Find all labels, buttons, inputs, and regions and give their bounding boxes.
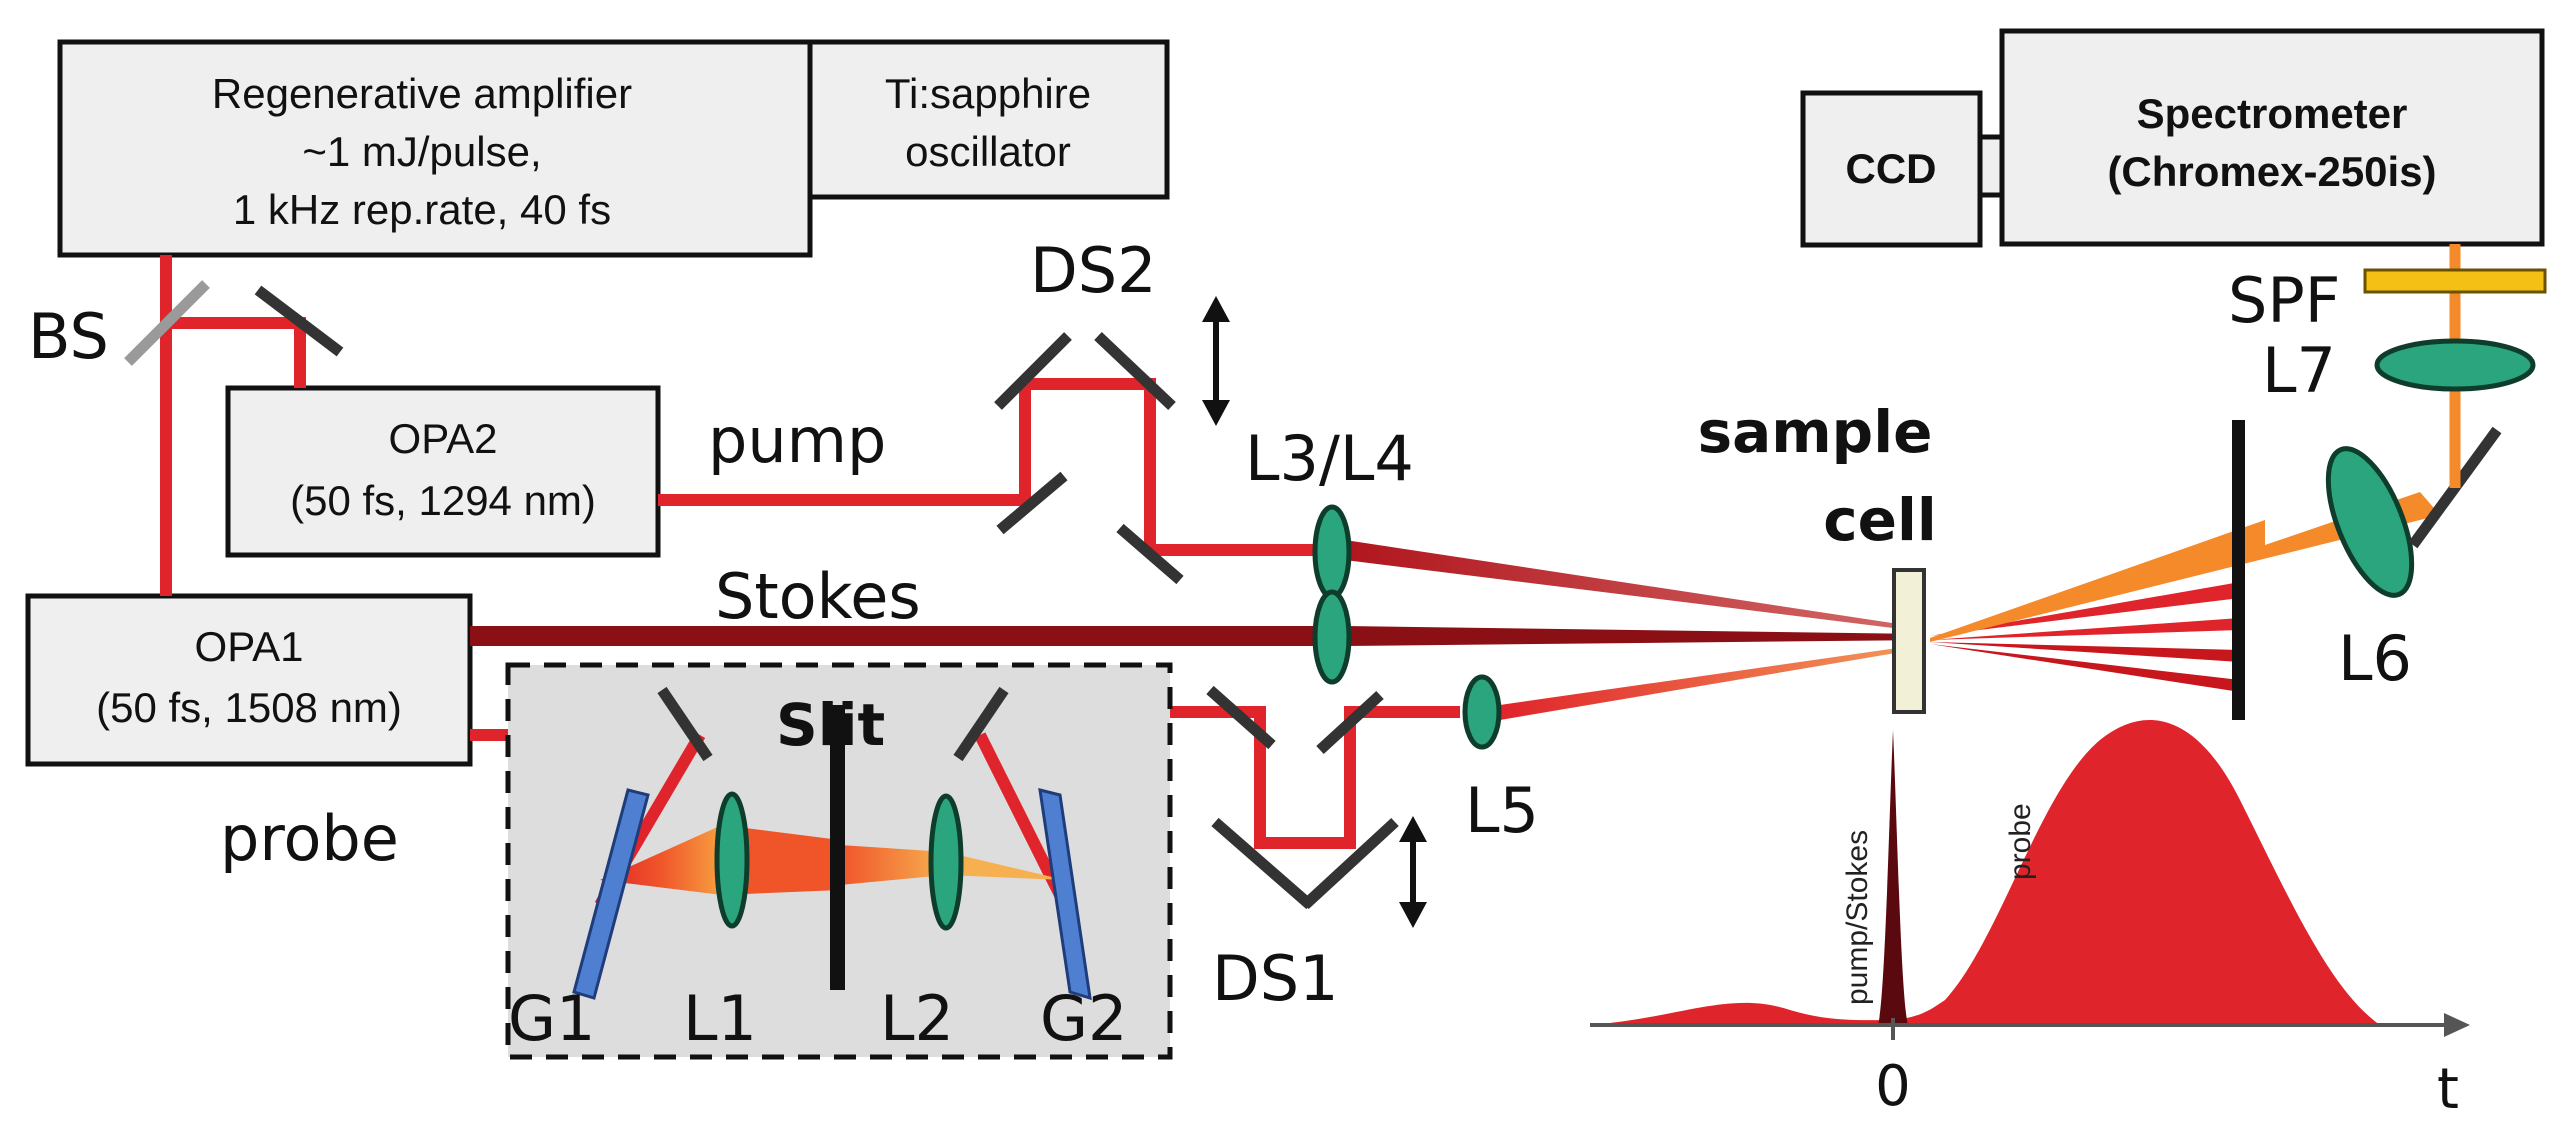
stokes-beam: [470, 626, 1320, 646]
axis-zero-label: 0: [1875, 1054, 1911, 1119]
short-pass-filter: [2363, 268, 2547, 294]
label-bs: BS: [28, 300, 109, 373]
ccd-box: CCD: [1800, 90, 1983, 248]
pump-beam: [658, 378, 1318, 556]
ds1-mirror-left: [1211, 817, 1314, 910]
regen-line-1: Regenerative amplifier: [212, 70, 632, 117]
slit: [830, 705, 845, 990]
grating-g2: [1038, 788, 1092, 1001]
spectrometer-box: Spectrometer (Chromex-250is): [1999, 28, 2545, 247]
lens-l1: [714, 791, 750, 929]
label-g1: G1: [508, 982, 596, 1055]
ccd-connector: [1977, 134, 2005, 198]
probe-converging-beam: [1500, 644, 1925, 720]
mirror-pump-1: [996, 471, 1068, 535]
label-l5: L5: [1465, 774, 1539, 847]
label-sample: sample: [1698, 398, 1933, 466]
beam-splitter: [124, 280, 210, 366]
pump-stokes-pulse-label: pump/Stokes: [1841, 830, 1874, 1005]
lens-l5: [1462, 674, 1502, 750]
beam-block: [2232, 420, 2245, 720]
pulse-timing-inset: 0 t pump/Stokes probe: [1590, 720, 2470, 1122]
spectrometer-line-2: (Chromex-250is): [2107, 148, 2436, 195]
pump-stokes-pulse: [1878, 730, 1908, 1025]
ds1-translation-arrow: [1399, 816, 1427, 928]
sample-cell: [1892, 568, 1926, 714]
mirror-pump-2: [1116, 523, 1184, 585]
mirror-bs-branch: [254, 285, 344, 357]
label-l3l4: L3/L4: [1245, 422, 1414, 495]
opa1-line-1: OPA1: [195, 623, 304, 670]
spectrometer-line-1: Spectrometer: [2137, 90, 2408, 137]
outgoing-beams: [1930, 492, 2440, 692]
regen-line-3: 1 kHz rep.rate, 40 fs: [233, 186, 611, 233]
opa2-line-2: (50 fs, 1294 nm): [290, 477, 596, 524]
label-pump: pump: [708, 404, 886, 477]
pulse-shaper-beams: [594, 731, 1071, 909]
pump-converging-beam: [1345, 540, 1925, 632]
label-l7: L7: [2262, 334, 2336, 407]
label-cell: cell: [1823, 486, 1936, 554]
osc-line-2: oscillator: [905, 128, 1071, 175]
osc-line-1: Ti:sapphire: [885, 70, 1091, 117]
shaper-mirror-right: [953, 686, 1009, 762]
axis-t-label: t: [2437, 1057, 2459, 1122]
lens-l6: [2325, 446, 2415, 598]
ccd-label: CCD: [1846, 145, 1937, 192]
lens-l7: [2374, 338, 2536, 392]
label-ds1: DS1: [1212, 942, 1339, 1015]
regen-line-2: ~1 mJ/pulse,: [302, 128, 541, 175]
shaper-mirror-left: [657, 686, 713, 762]
label-slit: Slit: [776, 691, 885, 759]
ti-sapphire-oscillator-box: Ti:sapphire oscillator: [807, 39, 1170, 200]
opa2-box: OPA2 (50 fs, 1294 nm): [225, 385, 661, 558]
ds1-mirror-right: [1301, 817, 1399, 910]
mirror-probe-1: [1206, 685, 1276, 750]
ds2-translation-arrow: [1202, 296, 1230, 426]
label-g2: G2: [1040, 982, 1128, 1055]
probe-pulse: [1590, 720, 2380, 1025]
opa1-box: OPA1 (50 fs, 1508 nm): [25, 593, 473, 767]
label-l1: L1: [683, 982, 757, 1055]
ds2-mirror-right: [1094, 332, 1176, 410]
label-probe: probe: [220, 802, 399, 875]
lens-l4: [1312, 589, 1352, 685]
label-l6: L6: [2338, 622, 2412, 695]
opa1-line-2: (50 fs, 1508 nm): [96, 684, 402, 731]
grating-g1: [572, 788, 650, 1000]
label-ds2: DS2: [1030, 234, 1157, 307]
mirror-probe-2: [1316, 690, 1384, 755]
label-spf: SPF: [2228, 264, 2340, 337]
probe-pulse-label: probe: [2004, 803, 2037, 880]
regenerative-amplifier-box: Regenerative amplifier ~1 mJ/pulse, 1 kH…: [57, 39, 813, 258]
opa2-line-1: OPA2: [389, 415, 498, 462]
time-axis-arrow: [2444, 1013, 2470, 1037]
lens-l2: [928, 793, 964, 931]
label-l2: L2: [880, 982, 954, 1055]
ds2-mirror-left: [994, 332, 1072, 410]
stokes-converging-beam: [1345, 626, 1925, 646]
lens-l3: [1312, 504, 1352, 600]
label-stokes: Stokes: [715, 560, 921, 633]
